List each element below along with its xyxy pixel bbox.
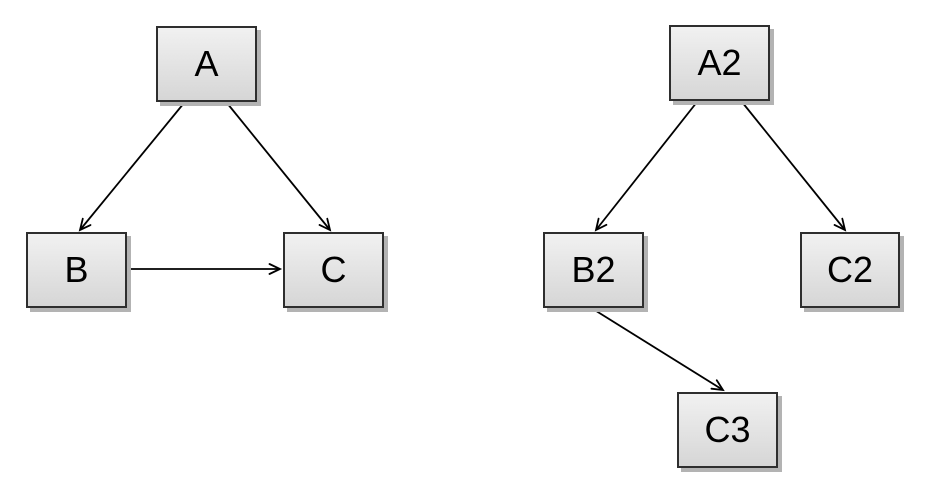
- graph-node-C2[interactable]: C2: [800, 232, 900, 308]
- graph-node-C3[interactable]: C3: [677, 392, 778, 468]
- node-label: B: [64, 249, 89, 290]
- node-label: C2: [826, 249, 874, 290]
- edge-A-B[interactable]: [78, 102, 185, 232]
- node-label: C: [320, 249, 347, 290]
- edge-A2-B2[interactable]: [594, 101, 698, 232]
- edge-B2-C3[interactable]: [592, 308, 725, 392]
- node-label: C3: [704, 409, 751, 450]
- graph-node-B2[interactable]: B2: [543, 232, 644, 308]
- graph-node-C[interactable]: C: [283, 232, 384, 308]
- node-label: A: [194, 43, 219, 84]
- graph-node-A[interactable]: A: [156, 26, 257, 102]
- node-label: A2: [697, 42, 742, 83]
- edge-A2-C2[interactable]: [741, 101, 847, 232]
- node-label: B2: [571, 249, 616, 290]
- edge-A-C[interactable]: [226, 102, 332, 232]
- graph-node-B[interactable]: B: [26, 232, 127, 308]
- graph-node-A2[interactable]: A2: [669, 25, 770, 101]
